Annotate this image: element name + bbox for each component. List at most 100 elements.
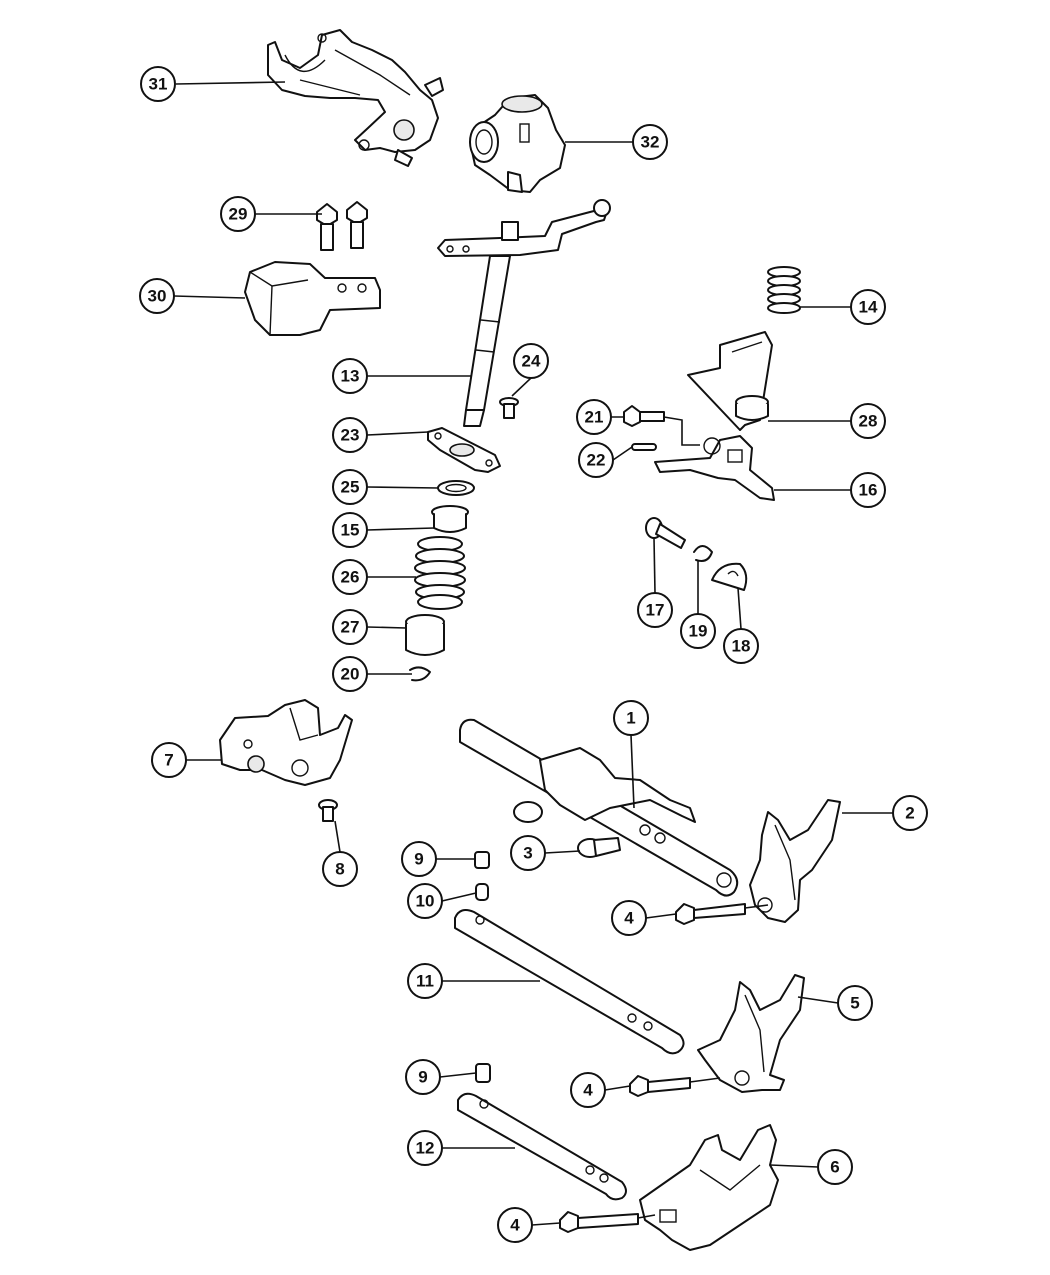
part-8-bolt — [318, 799, 338, 822]
callout-number: 25 — [341, 478, 360, 497]
callout-3: 3 — [510, 835, 546, 871]
part-20-clip — [409, 666, 431, 682]
callout-14: 14 — [850, 289, 886, 325]
callout-13: 13 — [332, 358, 368, 394]
callout-number: 11 — [416, 972, 434, 991]
callout-number: 17 — [646, 601, 665, 620]
callout-20: 20 — [332, 656, 368, 692]
callout-6: 6 — [817, 1149, 853, 1185]
callout-11: 11 — [407, 963, 443, 999]
callout-29: 29 — [220, 196, 256, 232]
callout-8: 8 — [322, 851, 358, 887]
callout-28: 28 — [850, 403, 886, 439]
part-22-pin — [631, 443, 657, 451]
callout-number: 4 — [583, 1081, 593, 1100]
part-21-bolt — [623, 405, 665, 427]
callout-25: 25 — [332, 469, 368, 505]
callout-number: 23 — [341, 426, 360, 445]
callout-27: 27 — [332, 609, 368, 645]
callout-24: 24 — [513, 343, 549, 379]
callout-number: 32 — [641, 133, 660, 152]
callout-32: 32 — [632, 124, 668, 160]
callout-number: 9 — [418, 1068, 427, 1087]
part-10-dowel — [475, 883, 489, 901]
callout-4-middle: 4 — [570, 1072, 606, 1108]
part-29-bolts — [316, 201, 368, 251]
callout-5: 5 — [837, 985, 873, 1021]
callout-number: 22 — [587, 451, 606, 470]
callout-number: 27 — [341, 618, 360, 637]
part-24-bolt — [499, 397, 519, 419]
part-12-shift-rail — [457, 1092, 627, 1201]
callout-number: 15 — [341, 521, 360, 540]
callout-number: 10 — [416, 892, 435, 911]
part-27-sleeve — [405, 614, 445, 656]
callout-17: 17 — [637, 592, 673, 628]
part-1-shift-rail — [459, 718, 739, 897]
callout-4-upper: 4 — [611, 900, 647, 936]
callout-9-upper: 9 — [401, 841, 437, 877]
part-7-bracket — [219, 699, 353, 786]
callout-7: 7 — [151, 742, 187, 778]
part-32-housing — [469, 94, 566, 193]
part-17-bolt — [645, 517, 686, 549]
callout-31: 31 — [140, 66, 176, 102]
callout-number: 30 — [148, 287, 167, 306]
callout-number: 19 — [689, 622, 708, 641]
part-4-bolt-lower — [559, 1211, 639, 1233]
part-6-shift-fork — [639, 1124, 779, 1251]
callout-21: 21 — [576, 399, 612, 435]
callout-number: 1 — [626, 709, 635, 728]
callout-2: 2 — [892, 795, 928, 831]
part-19-clip — [693, 545, 713, 562]
part-13-shift-shaft — [437, 199, 611, 427]
callout-number: 16 — [859, 481, 878, 500]
callout-18: 18 — [723, 628, 759, 664]
callout-number: 26 — [341, 568, 360, 587]
callout-number: 28 — [859, 412, 878, 431]
callout-1: 1 — [613, 700, 649, 736]
callout-number: 2 — [905, 804, 914, 823]
callout-number: 31 — [149, 75, 168, 94]
part-18-cam — [711, 562, 748, 591]
leader-lines — [173, 81, 893, 1226]
callout-number: 6 — [830, 1158, 839, 1177]
part-26-spring — [414, 536, 466, 610]
part-3-plug — [577, 837, 621, 858]
part-14-spring — [767, 266, 801, 314]
callout-16: 16 — [850, 472, 886, 508]
callout-12: 12 — [407, 1130, 443, 1166]
callout-number: 24 — [522, 352, 541, 371]
part-4-bolt-upper — [675, 903, 746, 925]
callout-15: 15 — [332, 512, 368, 548]
callout-number: 5 — [850, 994, 859, 1013]
callout-number: 12 — [416, 1139, 435, 1158]
callout-number: 21 — [585, 408, 604, 427]
callout-26: 26 — [332, 559, 368, 595]
part-28-cover — [687, 331, 773, 431]
callout-number: 29 — [229, 205, 248, 224]
callout-number: 3 — [523, 844, 532, 863]
callout-number: 20 — [341, 665, 360, 684]
part-11-shift-rail — [454, 909, 685, 1055]
part-16-lever — [654, 435, 775, 501]
part-4-bolt-middle — [629, 1075, 691, 1097]
callout-number: 18 — [732, 637, 751, 656]
callout-number: 8 — [335, 860, 344, 879]
callout-number: 7 — [164, 751, 173, 770]
part-15-bushing — [431, 505, 469, 533]
callout-number: 13 — [341, 367, 360, 386]
callout-10: 10 — [407, 883, 443, 919]
part-2-shift-fork — [749, 799, 841, 923]
callout-number: 4 — [624, 909, 634, 928]
callout-30: 30 — [139, 278, 175, 314]
part-25-washer — [437, 480, 475, 496]
callout-4-lower: 4 — [497, 1207, 533, 1243]
part-30-block — [244, 261, 381, 336]
callout-9-lower: 9 — [405, 1059, 441, 1095]
part-31-bracket — [267, 29, 444, 167]
callout-23: 23 — [332, 417, 368, 453]
callout-number: 9 — [414, 850, 423, 869]
part-5-shift-fork — [697, 974, 805, 1093]
